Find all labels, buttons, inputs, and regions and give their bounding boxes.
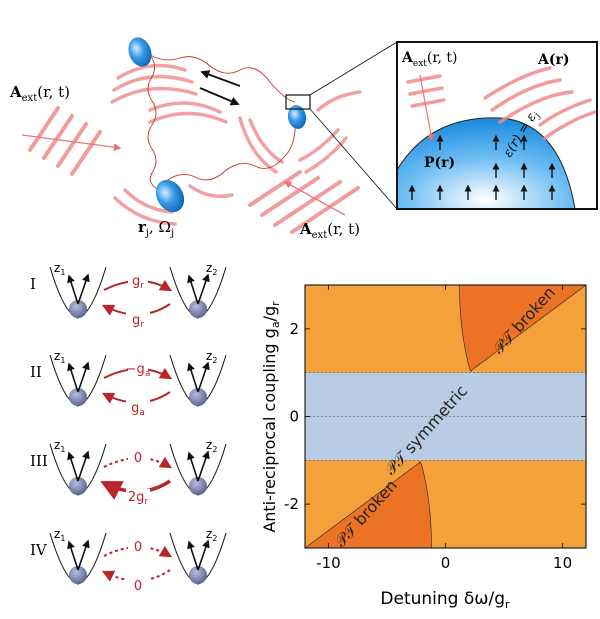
well-label-left: z1 bbox=[54, 438, 65, 454]
potential-well-right: z2 bbox=[169, 261, 227, 319]
rj-omega-label: rj, Ωj bbox=[138, 218, 174, 239]
oscillator-ball bbox=[189, 300, 207, 318]
spin-arrow bbox=[77, 450, 90, 482]
coupling-label-backward: 2gr bbox=[128, 490, 149, 507]
potential-well-right: z2 bbox=[169, 349, 227, 407]
potential-well-left: z1 bbox=[49, 349, 107, 407]
config-numeral: II bbox=[30, 363, 42, 381]
config-numeral: I bbox=[30, 275, 36, 293]
oscillator-ball bbox=[69, 300, 87, 318]
x-tick-label: -10 bbox=[316, 554, 341, 572]
particle-right bbox=[287, 105, 307, 129]
spin-arrow bbox=[67, 362, 79, 393]
oscillator-ball bbox=[69, 388, 87, 406]
well-label-right: z2 bbox=[206, 349, 217, 365]
coupling-label-backward: 0 bbox=[134, 579, 142, 594]
oscillator-ball bbox=[69, 477, 87, 495]
x-axis-label: Detuning δω/gr bbox=[380, 589, 510, 611]
dipole-arrows bbox=[199, 70, 241, 106]
spin-arrow bbox=[197, 450, 210, 482]
wave-bottom-arrow bbox=[283, 181, 346, 216]
y-axis-label: Anti-reciprocal coupling ga/gr bbox=[260, 301, 282, 533]
a-ext-left-label: Aext(r, t) bbox=[9, 83, 70, 104]
potential-well-right: z2 bbox=[169, 438, 227, 496]
spin-arrow bbox=[197, 273, 210, 305]
config-numeral: III bbox=[30, 452, 48, 470]
well-label-right: z2 bbox=[206, 527, 217, 543]
inset-polarization-arrows bbox=[408, 134, 556, 200]
well-label-left: z1 bbox=[54, 349, 65, 365]
region-pt-broken-upper bbox=[459, 285, 586, 372]
y-tick-label: 0 bbox=[289, 408, 299, 426]
spin-arrow bbox=[187, 362, 199, 393]
y-tick-label: -2 bbox=[284, 495, 299, 513]
inset-a-ext-label: Aext(r, t) bbox=[401, 50, 458, 69]
coupling-wiggles bbox=[147, 54, 296, 192]
oscillator-ball bbox=[189, 566, 207, 584]
zoom-line-top bbox=[309, 41, 398, 96]
spin-arrow bbox=[77, 539, 90, 571]
inset-a-r-label: A(r) bbox=[537, 52, 570, 68]
coupling-label-forward: 0 bbox=[134, 451, 142, 466]
spin-arrow bbox=[67, 451, 79, 482]
spin-arrow bbox=[67, 540, 79, 571]
config-4: IV z1 z2 0 0 bbox=[30, 527, 227, 594]
wave-left-arrow bbox=[21, 134, 122, 152]
wave-left bbox=[28, 106, 102, 176]
potential-well-right: z2 bbox=[169, 527, 227, 585]
oscillator-ball bbox=[69, 566, 87, 584]
spin-arrow bbox=[77, 273, 90, 305]
oscillator-ball bbox=[189, 477, 207, 495]
particle-top bbox=[128, 37, 152, 67]
region-pt-broken-lower bbox=[305, 461, 432, 548]
scattered-waves bbox=[110, 63, 362, 226]
well-label-right: z2 bbox=[206, 438, 217, 454]
y-tick-label: 2 bbox=[289, 320, 299, 338]
x-tick-label: 10 bbox=[553, 554, 572, 572]
config-3: III z1 z2 0 2gr bbox=[30, 438, 227, 507]
spin-arrow bbox=[187, 451, 199, 482]
config-numeral: IV bbox=[30, 541, 48, 559]
spin-arrow bbox=[77, 361, 90, 393]
inset-panel: Aext(r, t) A(r) P(r) ε(r) = εj bbox=[396, 41, 598, 210]
axis-ticks: -10 0 10 -2 0 2 bbox=[284, 285, 586, 572]
well-label-left: z1 bbox=[54, 527, 65, 543]
spin-arrow bbox=[197, 361, 210, 393]
inset-waves bbox=[406, 66, 597, 140]
wave-right-bottom bbox=[248, 170, 360, 234]
well-label-right: z2 bbox=[206, 261, 217, 277]
spin-arrow bbox=[187, 540, 199, 571]
coupling-arrow-forward bbox=[103, 456, 173, 469]
zoom-box bbox=[285, 94, 311, 110]
coupling-label-backward: ga bbox=[131, 401, 145, 418]
particle-bottom bbox=[155, 179, 185, 213]
potential-well-left: z1 bbox=[49, 438, 107, 496]
a-ext-bottom-label: Aext(r, t) bbox=[299, 220, 360, 241]
inset-p-r-label: P(r) bbox=[424, 155, 455, 171]
coupling-label-forward: gr bbox=[132, 274, 144, 291]
spin-arrow bbox=[187, 274, 199, 305]
zoom-line-bottom bbox=[309, 108, 398, 210]
coupling-arrow-forward bbox=[103, 545, 173, 558]
coupling-label-backward: gr bbox=[132, 313, 144, 330]
oscillator-ball bbox=[189, 388, 207, 406]
coupling-label-forward: −ga bbox=[126, 362, 151, 379]
spin-arrow bbox=[67, 274, 79, 305]
config-2: II z1 z2 −ga ga bbox=[30, 349, 227, 418]
well-label-left: z1 bbox=[54, 261, 65, 277]
potential-well-left: z1 bbox=[49, 527, 107, 585]
coupling-label-forward: 0 bbox=[134, 540, 142, 555]
potential-well-left: z1 bbox=[49, 261, 107, 319]
x-tick-label: 0 bbox=[441, 554, 451, 572]
config-1: Iz1 z2 gr gr bbox=[30, 261, 227, 330]
coupling-arrow-backward bbox=[101, 569, 171, 582]
spin-arrow bbox=[197, 539, 210, 571]
